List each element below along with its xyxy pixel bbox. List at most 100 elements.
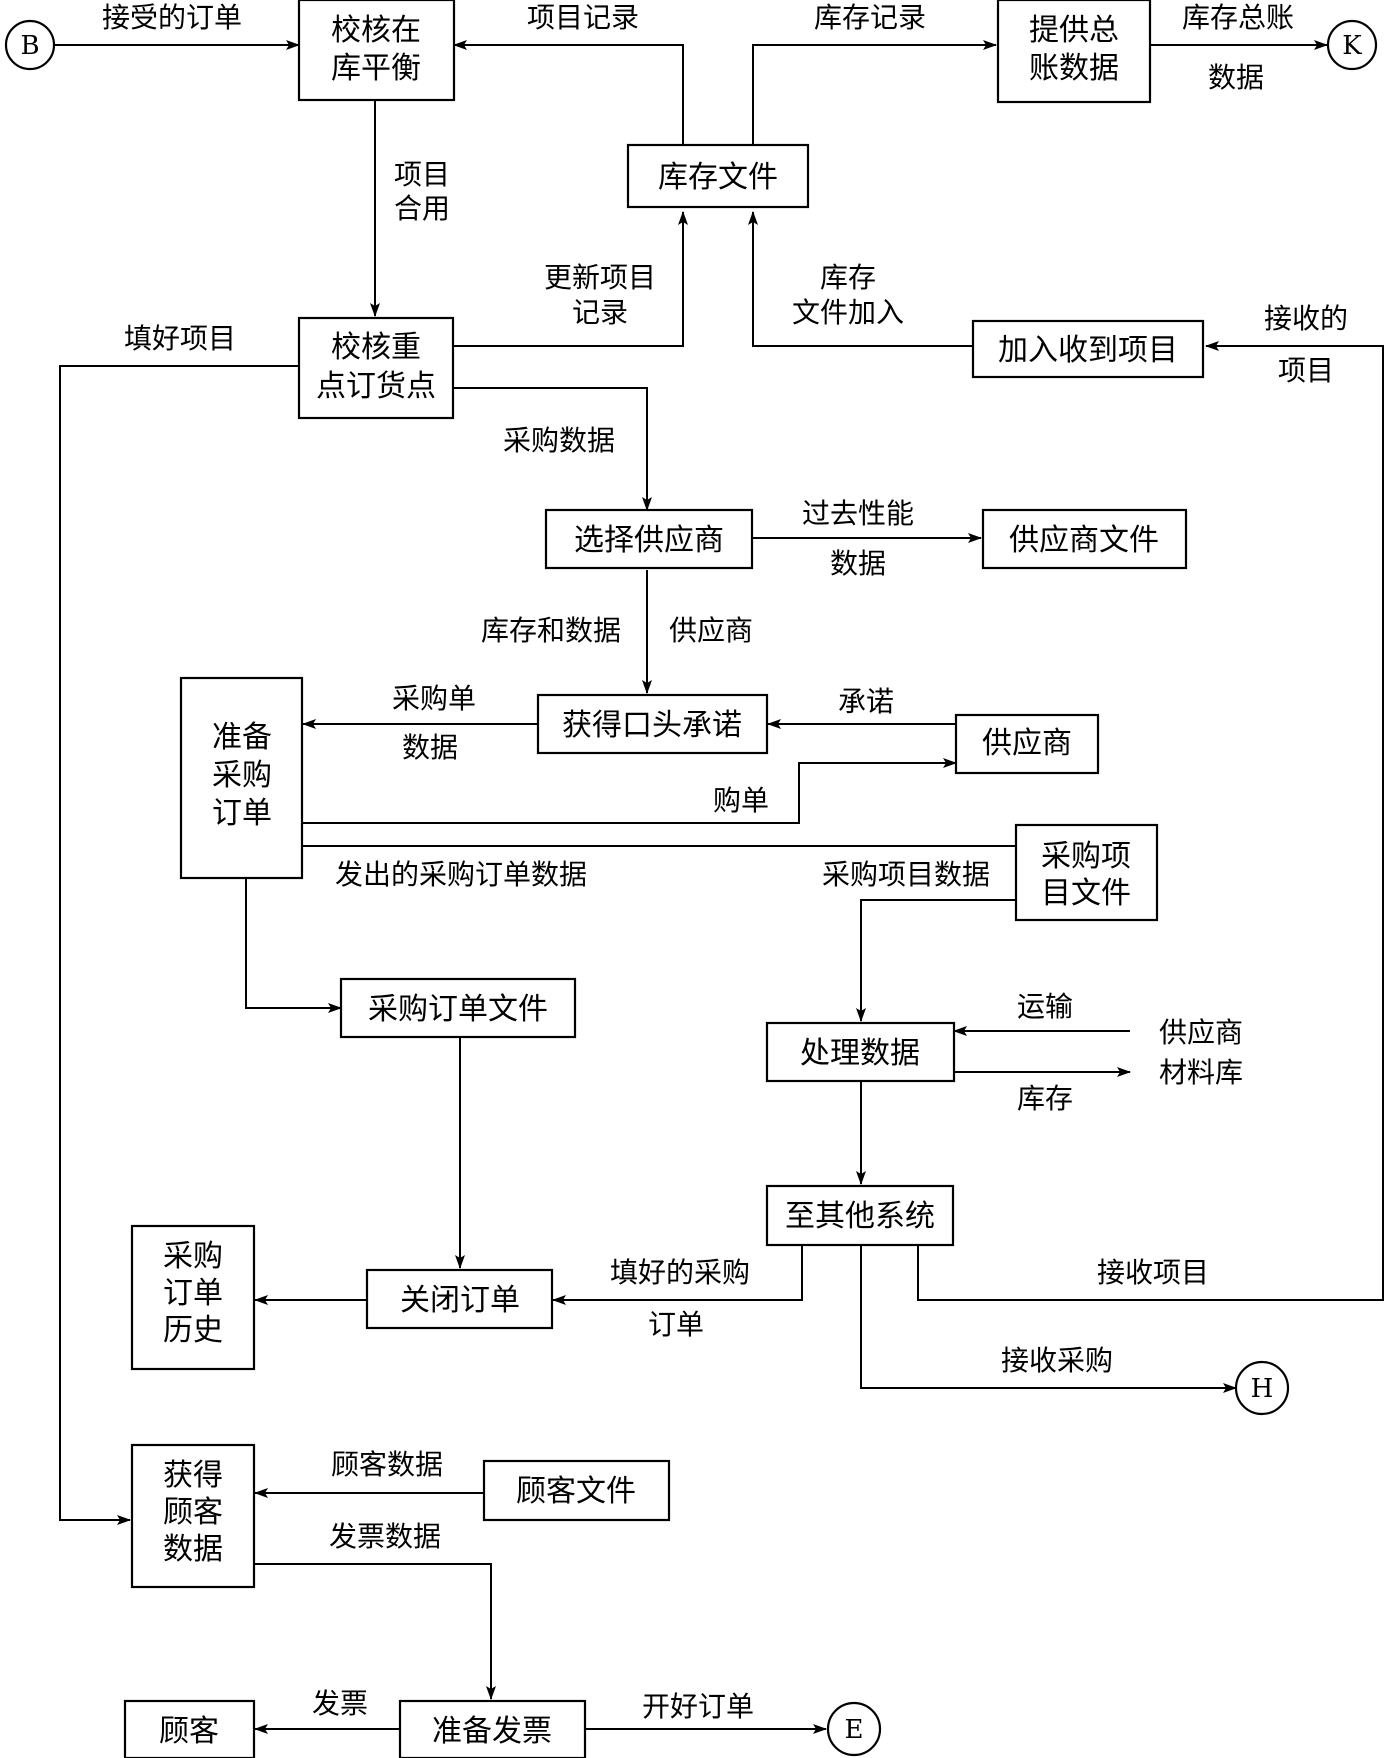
- box-provide-ledger-line1: 提供总: [1029, 13, 1119, 48]
- label-receive-purchase: 接收采购: [1001, 1344, 1113, 1377]
- box-po-item-file-line1: 采购项: [1041, 839, 1131, 874]
- edge-other-systems-to-close-order: [552, 1245, 803, 1305]
- edge-prepare-po-to-po-file: [245, 878, 342, 1013]
- box-po-file: 采购订单文件: [339, 977, 577, 1039]
- box-po-history: 采购 订单 历史: [130, 1224, 256, 1371]
- box-other-systems-line1: 至其他系统: [785, 1199, 935, 1234]
- connector-b-circle: [4, 19, 56, 71]
- box-prepare-po-line3: 订单: [212, 796, 272, 831]
- box-prepare-invoice: 准备发票: [398, 1699, 587, 1758]
- connector-e: E: [826, 1701, 882, 1757]
- connector-h-circle: [1234, 1360, 1290, 1416]
- box-close-order: 关闭订单: [365, 1268, 554, 1330]
- label-update-1: 更新项目: [544, 261, 656, 294]
- connector-k-label: K: [1342, 31, 1362, 61]
- box-inventory-file: 库存文件: [626, 143, 810, 209]
- label-supplier-warehouse-1: 供应商: [1159, 1016, 1243, 1049]
- box-prepare-invoice-line1: 准备发票: [432, 1714, 552, 1749]
- label-filled-po-1: 填好的采购: [610, 1256, 750, 1289]
- connector-e-circle: [826, 1701, 882, 1757]
- box-provide-ledger-line2: 账数据: [1029, 51, 1119, 86]
- box-prepare-po-line1: 准备: [212, 720, 272, 755]
- box-prepare-po-line2: 采购: [212, 758, 272, 793]
- label-shipping: 运输: [1017, 990, 1073, 1023]
- box-customer-line1: 顾客: [159, 1714, 219, 1749]
- box-inventory-file-line1: 库存文件: [658, 160, 778, 195]
- box-prepare-po: 准备 采购 订单: [179, 676, 304, 880]
- box-customer-file: 顾客文件: [482, 1459, 671, 1522]
- edge-other-systems-to-h: [860, 1245, 1237, 1393]
- label-promise: 承诺: [838, 685, 894, 718]
- edge-prepare-po-to-supplier: [303, 758, 957, 824]
- box-customer: 顾客: [123, 1699, 256, 1758]
- label-accepted-orders: 接受的订单: [102, 1, 242, 34]
- label-update-2: 记录: [572, 296, 628, 329]
- label-stock-data: 库存和数据: [481, 614, 621, 647]
- label-ledger-1: 库存总账: [1182, 1, 1294, 34]
- box-check-reorder: 校核重 点订货点: [297, 316, 455, 420]
- connector-b-label: B: [20, 31, 39, 61]
- edge-add-received-to-inventory: [748, 211, 973, 347]
- label-po-data-1: 采购单: [392, 682, 476, 715]
- label-done-orders: 开好订单: [642, 1690, 754, 1723]
- box-add-received: 加入收到项目: [971, 319, 1205, 379]
- label-item-records: 项目记录: [527, 1, 639, 34]
- label-filled-po-2: 订单: [648, 1308, 704, 1341]
- box-other-systems: 至其他系统: [765, 1184, 955, 1247]
- box-po-history-line2: 订单: [163, 1276, 223, 1311]
- label-receive-items: 接收项目: [1097, 1256, 1209, 1289]
- label-received-2: 项目: [1278, 354, 1334, 387]
- box-po-file-line1: 采购订单文件: [368, 992, 548, 1027]
- box-select-supplier: 选择供应商: [544, 508, 754, 570]
- edge-reorder-to-inventory: [453, 211, 688, 347]
- label-po-item-data: 采购项目数据: [822, 858, 990, 891]
- label-po-data-2: 数据: [402, 731, 458, 764]
- connector-k: K: [1326, 19, 1378, 71]
- label-stock-out: 库存: [1017, 1082, 1073, 1115]
- label-order: 购单: [713, 784, 769, 817]
- box-customer-file-line1: 顾客文件: [516, 1474, 636, 1509]
- label-inv-add-2: 文件加入: [792, 296, 904, 329]
- box-supplier-line1: 供应商: [982, 726, 1072, 761]
- connector-k-circle: [1326, 19, 1378, 71]
- box-po-item-file-line2: 目文件: [1041, 876, 1131, 911]
- edge-reorder-to-customer: [59, 365, 299, 1525]
- label-supplier-warehouse-2: 材料库: [1159, 1056, 1243, 1089]
- label-purchase-data: 采购数据: [503, 424, 615, 457]
- box-supplier-file-line1: 供应商文件: [1009, 523, 1159, 558]
- box-check-balance-line2: 库平衡: [331, 51, 421, 86]
- edge-inventory-to-ledger: [752, 40, 997, 145]
- box-po-history-line1: 采购: [163, 1239, 223, 1274]
- box-select-supplier-line1: 选择供应商: [574, 523, 724, 558]
- edge-po-item-to-process: [856, 899, 1016, 1022]
- flow-labels: 接受的订单 项目记录 库存记录 库存总账 数据 项目 合用 更新项目 记录 库存…: [102, 1, 1348, 1723]
- label-item-ok-2: 合用: [394, 192, 450, 225]
- label-invoice-data: 发票数据: [329, 1520, 441, 1553]
- box-oral-commit-line1: 获得口头承诺: [562, 708, 742, 743]
- box-process-data: 处理数据: [765, 1021, 956, 1083]
- label-past-perf-2: 数据: [830, 547, 886, 580]
- edge-reorder-to-select-supplier: [453, 387, 652, 511]
- label-inventory-records: 库存记录: [814, 1, 926, 34]
- label-filled-items: 填好项目: [124, 322, 236, 355]
- box-supplier-file: 供应商文件: [981, 508, 1188, 570]
- box-add-received-line1: 加入收到项目: [998, 333, 1178, 368]
- box-close-order-line1: 关闭订单: [400, 1283, 520, 1318]
- box-check-reorder-line2: 点订货点: [316, 369, 436, 404]
- label-past-perf-1: 过去性能: [802, 497, 914, 530]
- box-check-balance: 校核在 库平衡: [297, 0, 456, 102]
- label-issued-po-data: 发出的采购订单数据: [335, 858, 587, 891]
- box-get-customer-line1: 获得: [163, 1458, 223, 1493]
- box-provide-ledger: 提供总 账数据: [996, 0, 1152, 104]
- box-check-reorder-line1: 校核重: [331, 330, 421, 365]
- label-inv-add-1: 库存: [820, 261, 876, 294]
- box-get-customer: 获得 顾客 数据: [130, 1443, 256, 1589]
- box-oral-commit: 获得口头承诺: [536, 693, 769, 755]
- box-process-data-line1: 处理数据: [800, 1036, 920, 1071]
- box-get-customer-line3: 数据: [163, 1532, 223, 1567]
- connector-b: B: [4, 19, 56, 71]
- box-check-balance-line1: 校核在: [331, 13, 421, 48]
- connector-h-label: H: [1251, 1374, 1274, 1404]
- connector-e-label: E: [845, 1715, 864, 1745]
